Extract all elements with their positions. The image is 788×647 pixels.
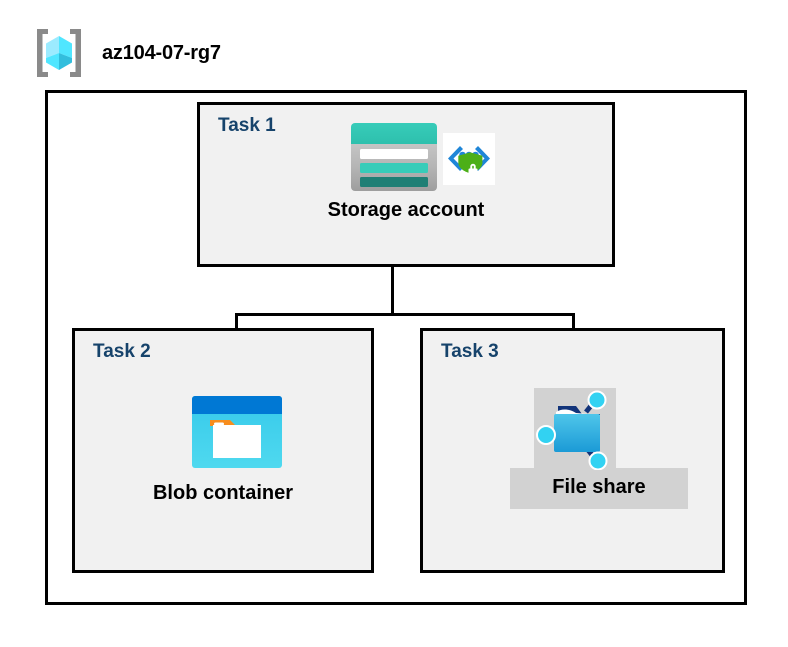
file-share-label-backdrop — [510, 468, 688, 509]
storage-account-caption: Storage account — [327, 199, 485, 221]
task-1-label: Task 1 — [218, 115, 276, 136]
resource-group-title: az104-07-rg7 — [102, 41, 221, 64]
file-share-icon — [536, 390, 608, 470]
storage-security-encryption-icon — [443, 133, 495, 185]
file-share-caption: File share — [552, 476, 646, 498]
blob-container-icon — [192, 396, 282, 468]
storage-account-icon — [351, 123, 437, 191]
resource-group-cube-icon — [37, 29, 81, 77]
blob-container-caption: Blob container — [152, 482, 293, 504]
connector-trunk-from-storage-account — [391, 267, 394, 315]
task-3-label: Task 3 — [441, 341, 499, 362]
connector-horizontal-bus — [235, 313, 575, 316]
task-2-box: Task 2 — [72, 328, 374, 573]
resource-group-header: az104-07-rg7 — [30, 24, 221, 82]
task-2-label: Task 2 — [93, 341, 151, 362]
